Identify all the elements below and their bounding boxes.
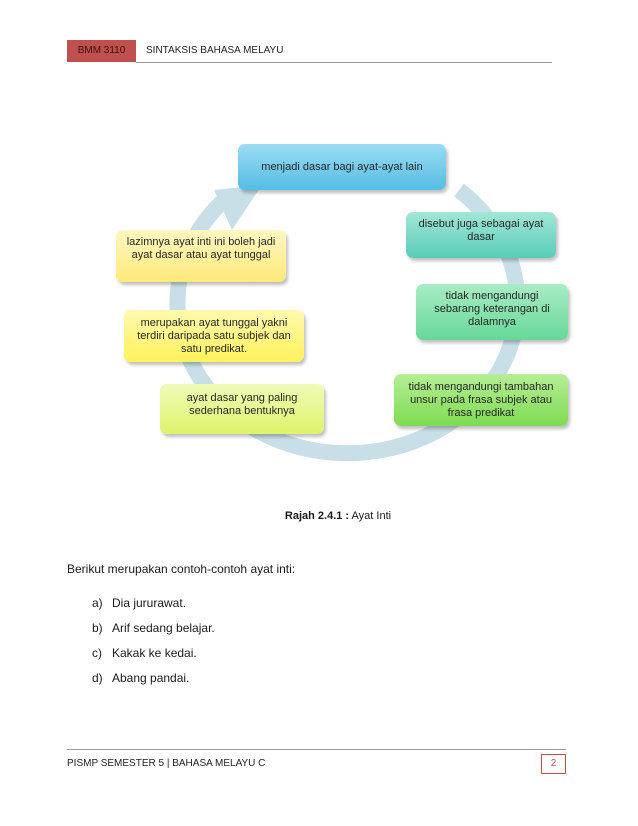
list-item-text: Kakak ke kedai. [112, 646, 197, 660]
figure-caption: Rajah 2.4.1 : Ayat Inti [0, 510, 638, 522]
list-item: b) Arif sedang belajar. [92, 620, 215, 645]
diagram-node-right-1: disebut juga sebagai ayat dasar [406, 212, 556, 258]
list-item-text: Dia jururawat. [112, 596, 187, 610]
course-code-badge: BMM 3110 [67, 40, 136, 62]
page-number: 2 [541, 754, 566, 774]
course-title: SINTAKSIS BAHASA MELAYU [146, 45, 284, 56]
list-item-label: b) [92, 621, 103, 635]
list-item: c) Kakak ke kedai. [92, 645, 215, 670]
intro-paragraph: Berikut merupakan contoh-contoh ayat int… [67, 562, 296, 576]
header-divider [136, 62, 552, 63]
example-list: a)Dia jururawat. b)Arif sedang belajar. … [92, 595, 215, 695]
list-item: a) Dia jururawat. [92, 595, 215, 620]
list-item-text: Arif sedang belajar. [112, 621, 215, 635]
diagram-node-left-2: merupakan ayat tunggal yakni terdiri dar… [124, 310, 304, 362]
cycle-arrowhead [214, 185, 262, 230]
list-item-label: d) [92, 671, 103, 685]
diagram-node-top: menjadi dasar bagi ayat-ayat lain [238, 144, 446, 190]
list-item: d) Abang pandai. [92, 670, 215, 695]
list-item-label: c) [92, 646, 102, 660]
list-item-label: a) [92, 596, 103, 610]
figure-caption-label: Rajah 2.4.1 : [284, 510, 350, 522]
diagram-node-right-2: tidak mengandungi sebarang keterangan di… [416, 284, 568, 340]
diagram-node-left-3: ayat dasar yang paling sederhana bentukn… [160, 384, 324, 434]
list-item-text: Abang pandai. [112, 671, 190, 685]
diagram-node-left-1: lazimnya ayat inti ini boleh jadi ayat d… [116, 230, 286, 282]
footer-divider [67, 749, 566, 750]
footer-text: PISMP SEMESTER 5 | BAHASA MELAYU C [67, 758, 266, 769]
figure-caption-text: Ayat Inti [351, 510, 392, 522]
diagram-node-right-3: tidak mengandungi tambahan unsur pada fr… [394, 374, 568, 426]
